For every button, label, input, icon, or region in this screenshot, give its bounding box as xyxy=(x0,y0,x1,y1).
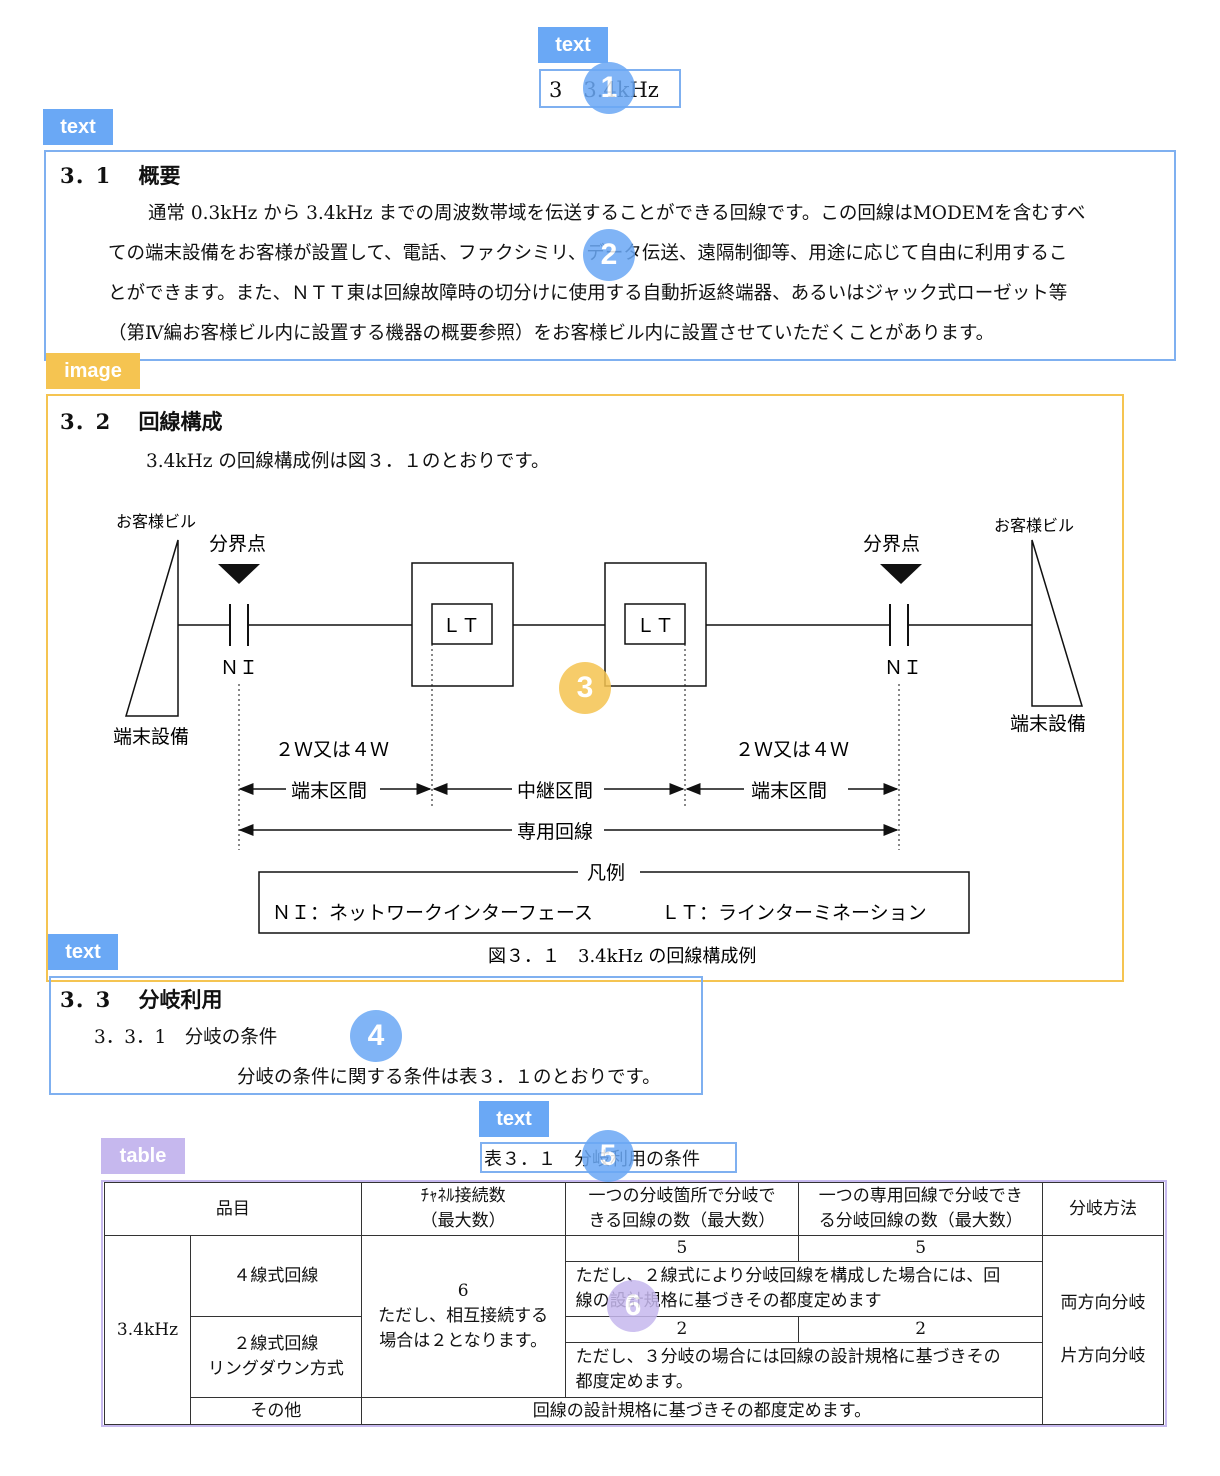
cell-branch-methods: 両方向分岐片方向分岐 xyxy=(1042,1235,1164,1425)
header-item: 品目 xyxy=(104,1182,362,1236)
figure-caption: 図３．１ 3.4kHz の回線構成例 xyxy=(488,946,756,967)
region-number-2: 2 xyxy=(583,229,635,281)
terminal-section-right: 端末区間 xyxy=(751,780,827,802)
cell-four-wire: ４線式回線 xyxy=(189,1235,362,1317)
region-number-4: 4 xyxy=(350,1010,402,1062)
demarcation-label-left: 分界点 xyxy=(209,533,266,555)
region-tag-3: image xyxy=(46,353,140,389)
legend-title: 凡例 xyxy=(587,862,625,884)
region-number-6: 6 xyxy=(607,1280,659,1332)
section-3-3-heading: 3．3 分岐利用 xyxy=(60,987,223,1012)
wire-type-right: ２Ｗ又は４Ｗ xyxy=(735,739,849,761)
region-tag-1: text xyxy=(538,27,608,63)
left-demarcation-marker xyxy=(218,564,260,584)
legend-lt: ＬＴ：ラインターミネーション xyxy=(661,902,927,924)
region-number-1: 1 xyxy=(583,62,635,114)
lt-label-right: ＬＴ xyxy=(636,615,674,637)
circuit-diagram: お客様ビル お客様ビル 分界点 分界点 ＮＩ ＮＩ ＬＴ ＬＴ 端末設備 端末設… xyxy=(113,512,1086,967)
region-box-4 xyxy=(49,976,703,1095)
cell-other-note: 回線の設計規格に基づきその都度定めます。 xyxy=(360,1397,1044,1425)
left-building-triangle xyxy=(124,539,179,717)
customer-building-label-left: お客様ビル xyxy=(116,512,196,531)
terminal-section-left: 端末区間 xyxy=(291,780,367,802)
section-3-2-intro: 3.4kHz の回線構成例は図３．１のとおりです。 xyxy=(146,451,550,472)
section-3-1-line-4: （第Ⅳ編お客様ビル内に設置する機器の概要参照）をお客様ビル内に設置させていただく… xyxy=(108,323,995,344)
relay-section: 中継区間 xyxy=(517,780,593,802)
dedicated-line-label: 専用回線 xyxy=(517,821,593,843)
section-3-1-line-3: とができます。また、ＮＴＴ東は回線故障時の切分けに使用する自動折返終端器、あるい… xyxy=(108,283,1068,304)
region-number-3: 3 xyxy=(559,662,611,714)
customer-building-label-right: お客様ビル xyxy=(994,516,1074,535)
lt-label-left: ＬＴ xyxy=(442,615,480,637)
demarcation-label-right: 分界点 xyxy=(863,533,920,555)
region-tag-6: table xyxy=(101,1138,185,1174)
ni-label-right: ＮＩ xyxy=(884,657,922,679)
branch-conditions-table: 品目 ﾁｬﾈﾙ接続数（最大数） 一つの分岐箇所で分岐できる回線の数（最大数） 一… xyxy=(104,1182,1164,1425)
right-building-triangle xyxy=(1031,539,1084,707)
ni-label-left: ＮＩ xyxy=(220,657,258,679)
right-demarcation-marker xyxy=(880,564,922,584)
region-box-3 xyxy=(46,394,1124,982)
section-3-3-body: 分岐の条件に関する条件は表３．１のとおりです。 xyxy=(237,1067,661,1088)
section-3-1-heading: 3．1 概要 xyxy=(60,163,181,188)
region-tag-2: text xyxy=(43,109,113,145)
cell-two-wire: ２線式回線リングダウン方式 xyxy=(189,1316,362,1398)
terminal-equipment-left: 端末設備 xyxy=(113,726,189,748)
region-tag-5: text xyxy=(479,1101,549,1137)
legend-ni: ＮＩ：ネットワークインターフェース xyxy=(272,902,593,924)
region-tag-4: text xyxy=(48,934,118,970)
cell-other: その他 xyxy=(189,1397,362,1425)
cell-two-wire-note: ただし、３分岐の場合には回線の設計規格に基づきその都度定めます。 xyxy=(564,1342,1044,1398)
region-box-6 xyxy=(101,1180,1167,1427)
cell-3-4khz: 3.4kHz xyxy=(104,1235,191,1425)
header-per-branch-point: 一つの分岐箇所で分岐できる回線の数（最大数） xyxy=(564,1182,800,1236)
region-box-2 xyxy=(44,150,1176,361)
section-3-3-1-heading: 3．3．1 分岐の条件 xyxy=(94,1027,278,1048)
section-3-2-heading: 3．2 回線構成 xyxy=(60,409,223,434)
header-per-dedicated-line: 一つの専用回線で分岐できる分岐回線の数（最大数） xyxy=(798,1182,1044,1236)
terminal-equipment-right: 端末設備 xyxy=(1010,713,1086,735)
wire-type-left: ２Ｗ又は４Ｗ xyxy=(275,739,389,761)
section-3-1-line-1: 通常 0.3kHz から 3.4kHz までの周波数帯域を伝送することができる回… xyxy=(148,203,1086,224)
region-number-5: 5 xyxy=(582,1130,634,1182)
